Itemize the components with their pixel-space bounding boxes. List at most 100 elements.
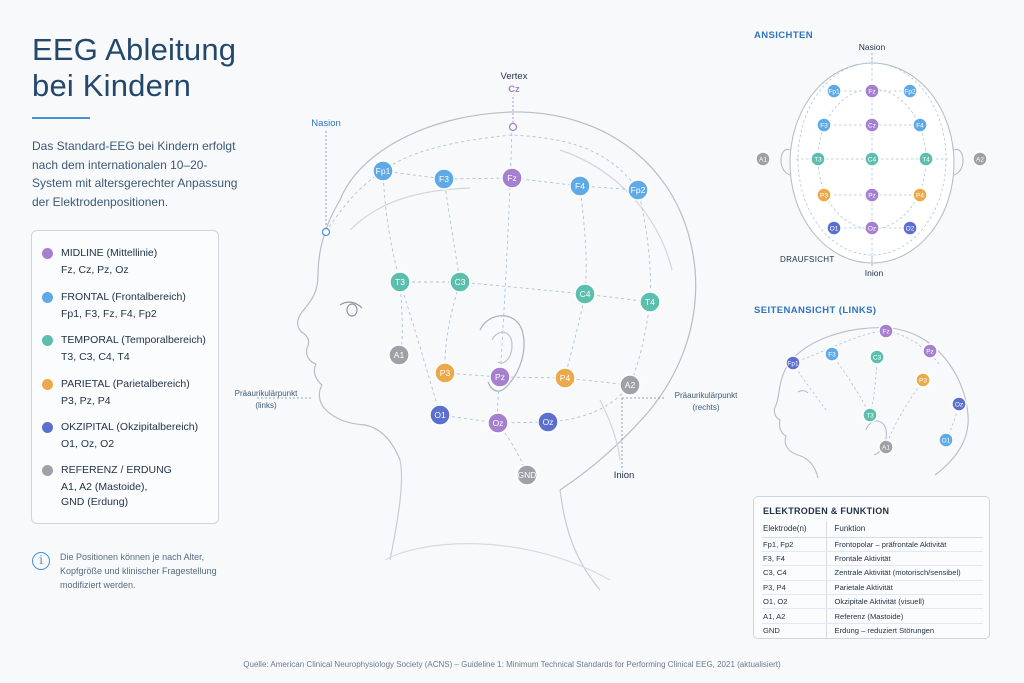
electrode-dot (627, 179, 649, 201)
vertex-label: Vertex (501, 71, 528, 82)
electrode-label: F4 (916, 122, 924, 129)
electrode-label: Fz (882, 328, 889, 335)
electrode-dot (915, 372, 931, 388)
electrode-label: C3 (873, 354, 882, 361)
electrode-label: P4 (560, 373, 571, 383)
table-header-row: Elektrode(n) Funktion (762, 521, 983, 538)
electrode-dot (878, 439, 894, 455)
side-electrode-fp1: Fp1 (785, 355, 801, 371)
electrode-label: Fp1 (787, 360, 799, 367)
electrode-dot (449, 271, 471, 293)
electrode-label: A1 (882, 444, 890, 451)
main-electrode-p4: P4 (554, 367, 576, 389)
electrode-label: Oz (543, 417, 554, 427)
electrode-dot (826, 83, 842, 99)
table-cell-function: Frontopolar – präfrontale Aktivität (826, 537, 983, 552)
intro-text: Das Standard-EEG bei Kindern erfolgt nac… (32, 139, 238, 209)
electrode-label: F3 (439, 174, 449, 184)
electrode-dot (862, 407, 878, 423)
preauricular-right-side: (rechts) (692, 403, 719, 412)
legend-group-temporal: TEMPORAL (Temporalbereich)T3, C3, C4, T4 (42, 333, 214, 365)
electrode-label: O1 (942, 437, 951, 444)
electrode-label: Fp2 (631, 185, 646, 195)
top-electrode-oz: Oz (864, 220, 880, 236)
electrode-dot (639, 291, 661, 313)
side-electrode-p3: P3 (915, 372, 931, 388)
electrode-dot (569, 175, 591, 197)
top-electrode-c4: C4 (864, 151, 880, 167)
electrode-dot (912, 117, 928, 133)
electrode-dot (864, 220, 880, 236)
landmark-pointer-lines (257, 131, 666, 468)
legend-row: REFERENZ / ERDUNG (42, 463, 214, 477)
preauricular-right-label: Präaurikulärpunkt (675, 391, 738, 400)
main-electrode-c4: C4 (574, 283, 596, 305)
source-citation: Quelle: American Clinical Neurophysiolog… (243, 660, 781, 669)
electrode-label: Fp2 (904, 88, 916, 95)
electrode-dot (372, 160, 394, 182)
legend-members: O1, Oz, O2 (61, 438, 115, 450)
electrode-label: A2 (976, 156, 984, 163)
electrode-dot (824, 346, 840, 362)
main-electrode-p3: P3 (434, 362, 456, 384)
electrode-label: F3 (820, 122, 828, 129)
main-electrode-o1: O1 (429, 404, 451, 426)
legend-name: FRONTAL (Frontalbereich) (61, 291, 186, 303)
electrode-label: Fp1 (376, 166, 391, 176)
legend-swatch-parietal (42, 378, 53, 390)
legend-name: REFERENZ / ERDUNG (61, 464, 172, 476)
electrode-dot (972, 151, 988, 167)
electrode-dot (918, 151, 934, 167)
electrode-dot (878, 323, 894, 339)
table-cell-function: Erdung – reduziert Störungen (834, 626, 935, 636)
nasion-marker (321, 227, 331, 237)
top-electrode-o1: O1 (826, 220, 842, 236)
legend-swatch-midline (42, 247, 53, 259)
electrode-label: T3 (866, 412, 874, 419)
electrode-label: Oz (955, 401, 963, 408)
electrode-label: Pz (495, 372, 505, 382)
head-outline (297, 111, 697, 591)
electrode-label: P4 (916, 192, 924, 199)
electrode-dot (816, 117, 832, 133)
top-electrode-p4: P4 (912, 187, 928, 203)
table-cell-function: Parietale Aktivität (826, 580, 983, 596)
electrode-dot (429, 404, 451, 426)
main-electrode-gnd: GND (516, 464, 538, 486)
electrode-dot (864, 151, 880, 167)
electrode-label: Fp1 (828, 88, 840, 95)
table-header-electrode: Elektrode(n) (762, 521, 827, 538)
electrode-dot (489, 366, 511, 388)
electrode-label: T3 (395, 277, 405, 287)
electrode-dot (810, 151, 826, 167)
legend-swatch-occipital (42, 421, 53, 433)
top-electrode-fp2: Fp2 (902, 83, 918, 99)
top-electrode-o2: O2 (902, 220, 918, 236)
electrode-dot (902, 83, 918, 99)
preauricular-left-side: (links) (255, 401, 277, 410)
table-cell-function: Frontale Aktivität (826, 551, 983, 567)
legend-members: P3, Pz, P4 (61, 395, 111, 407)
electrode-dot (516, 464, 538, 486)
legend-row: MIDLINE (Mittellinie) (42, 246, 214, 260)
electrode-label: Oz (493, 418, 504, 428)
electrode-label: P3 (820, 192, 828, 199)
electrode-dot (574, 283, 596, 305)
legend-group-occipital: OKZIPITAL (Okzipitalbereich)O1, Oz, O2 (42, 420, 214, 452)
electrode-dot (951, 396, 967, 412)
legend-name: PARIETAL (Parietalbereich) (61, 378, 190, 390)
legend-members: T3, C3, C4, T4 (61, 351, 130, 363)
title-divider (32, 117, 90, 119)
table-cell-electrode: P3, P4 (762, 580, 827, 596)
main-electrode-f3: F3 (433, 168, 455, 190)
electrode-label: C3 (455, 277, 466, 287)
